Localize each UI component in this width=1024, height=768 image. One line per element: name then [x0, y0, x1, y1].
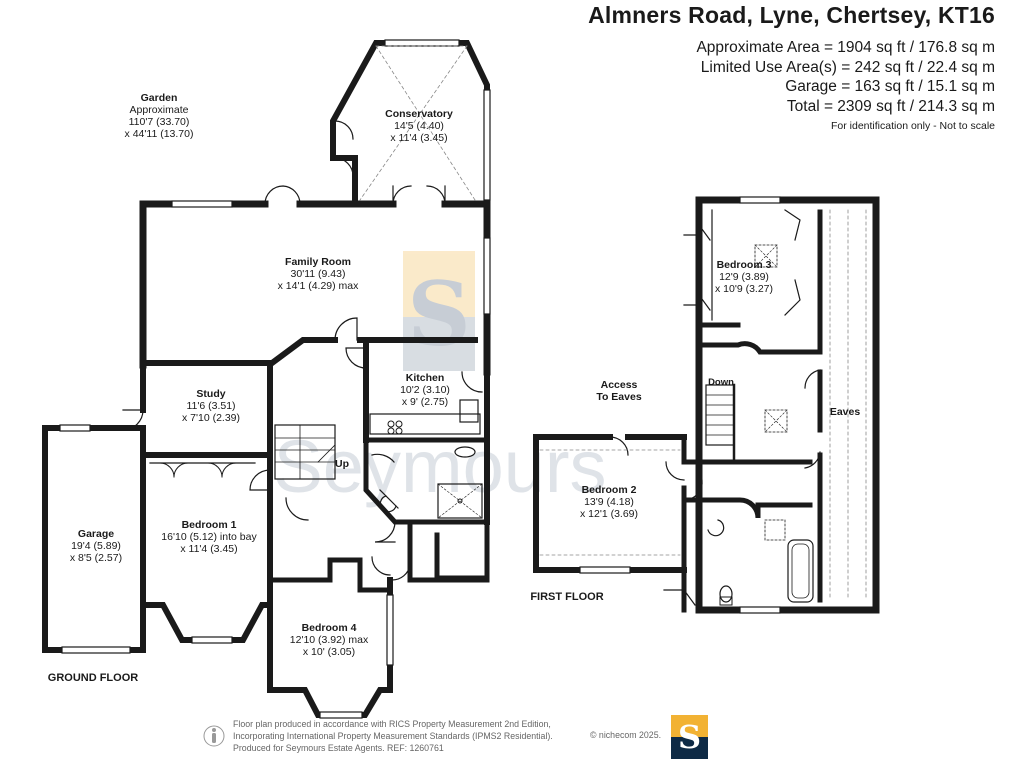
bedroom1-name: Bedroom 1	[182, 519, 237, 531]
bedroom3-name: Bedroom 3	[717, 259, 772, 271]
footer-line-1: Floor plan produced in accordance with R…	[233, 719, 551, 729]
bedroom4-dim1: 12'10 (3.92) max	[290, 634, 369, 646]
logo-gold-band	[671, 715, 708, 737]
study-name: Study	[196, 388, 225, 400]
study-dim2: x 7'10 (2.39)	[182, 412, 240, 424]
bedroom2-dim2: x 12'1 (3.69)	[580, 508, 638, 520]
area-approximate: Approximate Area = 1904 sq ft / 176.8 sq…	[696, 39, 995, 56]
family-room-dim2: x 14'1 (4.29) max	[278, 280, 360, 292]
footer-copyright: © nichecom 2025.	[590, 730, 662, 740]
watermark-gold-block	[403, 251, 475, 317]
bedroom4-dim2: x 10' (3.05)	[303, 646, 355, 658]
family-room-name: Family Room	[285, 256, 351, 268]
access-eaves-line1: Access	[601, 379, 638, 391]
garage-dim1: 19'4 (5.89)	[71, 540, 121, 552]
garden-approx: Approximate	[130, 104, 189, 116]
garage-name: Garage	[78, 528, 114, 540]
watermark-logo-letter: S	[407, 262, 471, 366]
garden-name: Garden	[141, 92, 178, 104]
garden-dim1: 110'7 (33.70)	[129, 116, 190, 128]
person-icon	[203, 725, 225, 747]
conservatory-dim2: x 11'4 (3.45)	[390, 132, 447, 144]
access-eaves-line2: To Eaves	[596, 391, 641, 403]
bedroom4-name: Bedroom 4	[302, 622, 357, 634]
conservatory-name: Conservatory	[385, 108, 453, 120]
footer-line-2: Incorporating International Property Mea…	[233, 731, 553, 741]
bedroom1-dim2: x 11'4 (3.45)	[180, 543, 237, 555]
property-address-title: Almners Road, Lyne, Chertsey, KT16	[588, 2, 995, 28]
stairs-down-label: Down	[708, 377, 734, 388]
watermark-navy-block	[403, 317, 475, 371]
ground-floor-label: GROUND FLOOR	[48, 672, 138, 684]
footer-disclaimer: Floor plan produced in accordance with R…	[233, 718, 553, 754]
ground-floor-plan	[42, 39, 491, 719]
kitchen-dim1: 10'2 (3.10)	[400, 384, 450, 396]
bedroom3-dim1: 12'9 (3.89)	[719, 271, 769, 283]
conservatory-dim1: 14'5 (4.40)	[394, 120, 444, 132]
bedroom1-dim1: 16'10 (5.12) into bay	[161, 531, 257, 543]
eaves-label: Eaves	[830, 406, 861, 418]
scale-disclaimer: For identification only - Not to scale	[831, 120, 995, 132]
area-garage: Garage = 163 sq ft / 15.1 sq m	[785, 78, 995, 95]
family-room-dim1: 30'11 (9.43)	[291, 268, 346, 280]
stairs-up-label: Up	[335, 458, 349, 470]
room-labels: Garden Approximate 110'7 (33.70) x 44'11…	[48, 92, 861, 684]
area-limited-use: Limited Use Area(s) = 242 sq ft / 22.4 s…	[700, 58, 995, 76]
first-floor-label: FIRST FLOOR	[530, 591, 603, 603]
study-dim1: 11'6 (3.51)	[186, 400, 235, 412]
bedroom2-dim1: 13'9 (4.18)	[584, 496, 634, 508]
bedroom3-dim2: x 10'9 (3.27)	[715, 283, 773, 295]
area-summary: Approximate Area = 1904 sq ft / 176.8 sq…	[696, 38, 995, 116]
kitchen-name: Kitchen	[406, 372, 445, 384]
logo-letter: S	[677, 718, 702, 756]
footer-line-3: Produced for Seymours Estate Agents. REF…	[233, 743, 444, 753]
garage-dim2: x 8'5 (2.57)	[70, 552, 122, 564]
garden-dim2: x 44'11 (13.70)	[125, 128, 194, 140]
first-floor-plan	[533, 196, 880, 614]
area-total: Total = 2309 sq ft / 214.3 sq m	[786, 97, 995, 115]
kitchen-dim2: x 9' (2.75)	[402, 396, 448, 408]
seymours-logo: S	[671, 715, 708, 759]
bedroom2-name: Bedroom 2	[582, 484, 637, 496]
